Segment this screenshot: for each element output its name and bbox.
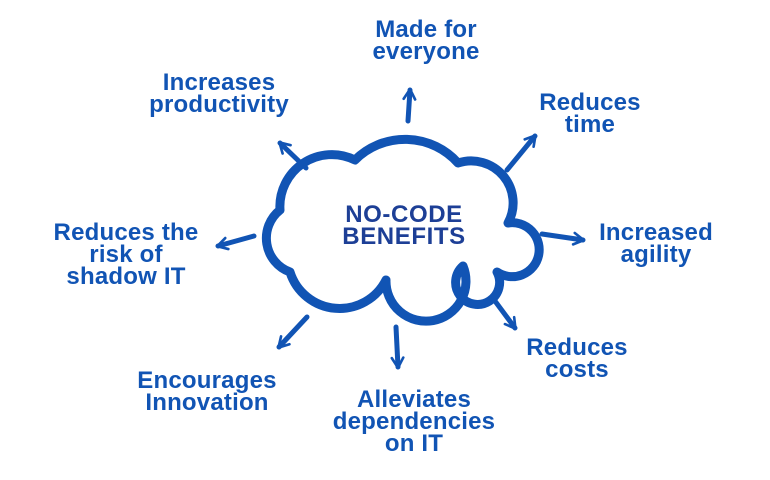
cloud-shape <box>261 134 544 326</box>
benefit-label-reduces-time: Reduces time <box>539 89 641 138</box>
benefit-label-reduces-risk-of-shadow-it: Reduces the risk of shadow IT <box>53 219 199 290</box>
arrow-up-left-icon <box>277 140 309 171</box>
benefit-label-increases-productivity: Increases productivity <box>149 69 289 118</box>
arrow-down-left-icon <box>276 314 310 350</box>
benefit-label-encourages-innovation: Encourages Innovation <box>137 367 277 416</box>
arrow-left-icon <box>215 233 257 251</box>
arrow-right-icon <box>539 231 586 246</box>
benefit-label-made-for-everyone: Made for everyone <box>372 16 480 65</box>
arrow-down-icon <box>390 324 405 370</box>
arrow-up-right-icon <box>504 133 538 173</box>
benefit-label-reduces-costs: Reduces costs <box>526 334 628 383</box>
benefit-label-increased-agility: Increased agility <box>599 219 713 268</box>
arrow-up-icon <box>402 87 417 124</box>
cloud-title: NO-CODE BENEFITS <box>342 201 466 250</box>
arrow-down-right-icon <box>489 294 518 331</box>
benefit-label-alleviates-dependencies-on-it: Alleviates dependencies on IT <box>332 386 496 457</box>
